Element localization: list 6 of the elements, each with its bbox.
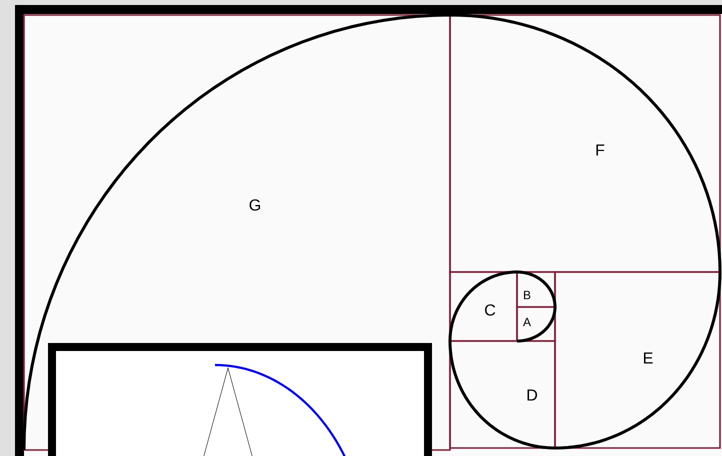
square: D [449, 340, 556, 449]
square: C [449, 271, 518, 342]
square: A [516, 306, 556, 342]
square: E [554, 271, 721, 449]
square: B [516, 271, 556, 308]
square: F [449, 14, 721, 273]
